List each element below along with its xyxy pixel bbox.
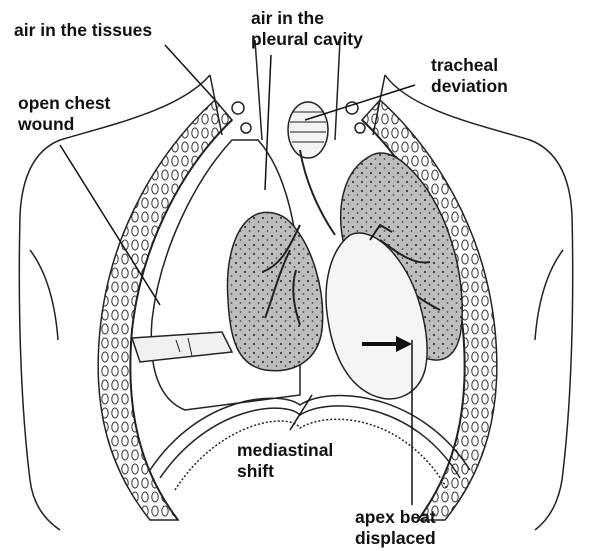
label-apex-beat-displaced: apex beat displaced (355, 507, 436, 549)
label-air-in-tissues: air in the tissues (14, 20, 152, 41)
label-air-pleural-cavity: air in the pleural cavity (251, 8, 363, 50)
trachea (300, 150, 335, 235)
label-tracheal-deviation: tracheal deviation (431, 55, 508, 97)
label-mediastinal-shift: mediastinal shift (237, 440, 333, 482)
label-open-chest-wound: open chest wound (18, 93, 110, 135)
